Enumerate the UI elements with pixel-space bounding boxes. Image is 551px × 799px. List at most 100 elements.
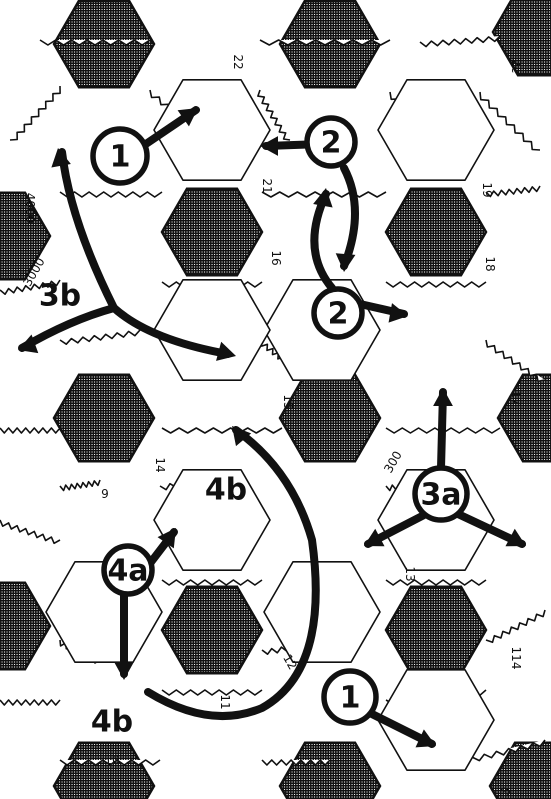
arrow-head [433, 388, 453, 406]
tile-edge [0, 427, 61, 434]
route-marker-circle [90, 126, 150, 186]
tile-edge [419, 35, 501, 48]
arrow-head [114, 662, 134, 680]
shaded-hex [496, 373, 551, 463]
tile-edge [485, 609, 546, 644]
route-marker-label: 1 [110, 140, 131, 175]
tile-edge [59, 479, 101, 492]
shaded-hex [384, 187, 488, 277]
tile-outline [153, 278, 271, 382]
shaded-hex [384, 585, 488, 675]
tile-edge [161, 579, 263, 586]
tile-edge [385, 579, 487, 586]
tile-edge [0, 699, 61, 706]
route-marker-circle [311, 286, 365, 340]
path-arrow [110, 304, 232, 358]
tile-number: 114 [509, 647, 523, 670]
shaded-hex [0, 191, 52, 281]
tile-number: 300 [381, 449, 405, 476]
shaded-hex [278, 741, 382, 799]
route-marker-label: 3a [420, 478, 461, 513]
shaded-hex [160, 187, 264, 277]
arrow-head [505, 528, 526, 547]
arrow-head [51, 148, 71, 168]
tile-number: 22 [231, 54, 245, 69]
tile-edge [257, 89, 291, 141]
arrow-head [232, 426, 252, 447]
shaded-hex [278, 373, 382, 463]
tile-edge [479, 91, 541, 151]
arrow-head [415, 729, 436, 748]
tile-number: 16 [269, 250, 283, 265]
route-marker-circle [412, 465, 470, 523]
tile-number: 9 [101, 487, 109, 501]
shaded-hex [160, 585, 264, 675]
path-arrow [144, 426, 320, 720]
route-marker-label: 1 [340, 681, 361, 716]
tile-number: 11 [218, 694, 232, 709]
route-marker-circle [321, 668, 379, 726]
tile-edge [59, 759, 161, 766]
tile-edge [259, 39, 391, 46]
route-marker-circle [101, 543, 155, 597]
arrow-head [260, 136, 278, 156]
route-label: 4b [91, 705, 133, 740]
tile-number: 10 [104, 753, 119, 767]
arrow-head [364, 528, 385, 547]
route-label: 3b [39, 279, 81, 314]
shaded-hex [491, 0, 551, 77]
path-arrow [340, 164, 359, 270]
tile-edge [0, 519, 61, 545]
shaded-hex [52, 741, 156, 799]
tile-number: 15 [281, 394, 295, 409]
tile-outline [153, 78, 271, 182]
tile-number: 19 [480, 182, 494, 197]
arrow-head [177, 108, 198, 127]
tile-edge [0, 279, 61, 295]
arrow-head [157, 528, 176, 549]
tile-outline [153, 468, 271, 572]
tile-edge [261, 759, 331, 766]
arrow-head [335, 253, 356, 272]
tile-number: 14 [153, 457, 167, 472]
route-marker-label: 4a [107, 554, 148, 589]
tile-number: 4000 [23, 193, 37, 224]
tile-edge [485, 339, 546, 383]
tile-number: 21 [260, 178, 274, 193]
tile-outline [377, 78, 495, 182]
tile-edge [161, 689, 263, 696]
tile-edge [161, 427, 283, 434]
tile-number: 2c [509, 59, 523, 73]
route-marker-circle [304, 115, 358, 169]
tile-number: 17 [509, 390, 523, 405]
tile-edge [9, 85, 61, 141]
arrow-head [216, 341, 236, 361]
shaded-hex [52, 0, 156, 89]
arrow-head [313, 188, 333, 208]
path-arrows-layer [18, 106, 526, 748]
tile-edge [59, 329, 141, 345]
route-label: 4b [205, 473, 247, 508]
tile-outline [377, 668, 495, 772]
tile-edge [485, 185, 541, 198]
tile-edge [385, 281, 487, 288]
route-marker-label: 2 [321, 126, 342, 161]
path-arrow [310, 190, 336, 292]
path-arrow [58, 148, 118, 312]
tile-number: 18 [483, 256, 497, 271]
shaded-hex [0, 581, 52, 671]
tile-edge [59, 191, 163, 198]
shaded-hex [52, 373, 156, 463]
route-marker-label: 2 [328, 297, 349, 332]
tile-edge [39, 39, 151, 46]
tile-outline [263, 560, 381, 664]
tile-edge [459, 739, 546, 765]
tile-number: 12 [280, 652, 300, 672]
arrow-head [18, 334, 39, 354]
shaded-hex [488, 741, 551, 799]
tile-number: 13 [403, 566, 417, 581]
arrow-head [388, 303, 408, 323]
